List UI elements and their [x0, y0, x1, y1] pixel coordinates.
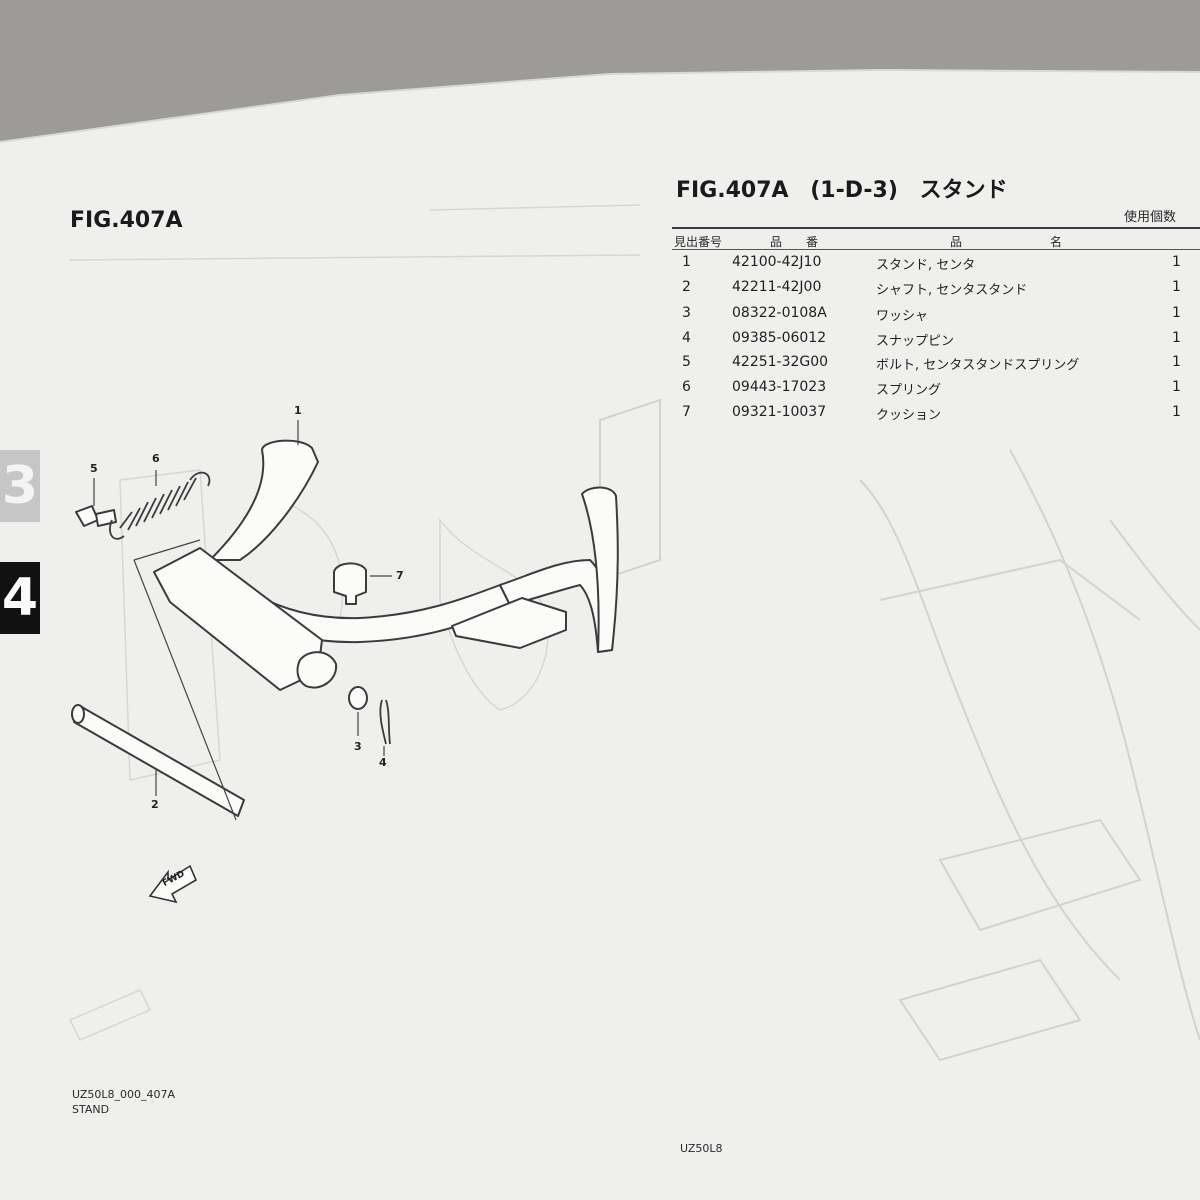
figure-label: FIG.407A: [70, 208, 183, 233]
row-part-number: 42251-32G00: [732, 354, 829, 370]
table-row: 3 08322-0108A ワッシャ 1: [676, 305, 1196, 329]
callout-4: 4: [379, 756, 387, 769]
row-quantity: 1: [1172, 254, 1181, 270]
row-part-number: 42211-42J00: [732, 279, 822, 295]
row-number: 6: [682, 379, 691, 395]
callout-2: 2: [151, 798, 159, 811]
figure-header-number: FIG.407A: [676, 178, 789, 203]
row-part-number: 08322-0108A: [732, 305, 827, 321]
table-top-rule: [672, 227, 1200, 229]
column-header-number: 見出番号: [674, 235, 723, 249]
table-header-rule: [672, 249, 1200, 250]
row-part-name: ボルト, センタスタンドスプリング: [876, 358, 1080, 373]
table-row: 7 09321-10037 クッション 1: [676, 404, 1196, 428]
footer-page-model: UZ50L8: [680, 1142, 723, 1155]
table-row: 1 42100-42J10 スタンド, センタ 1: [676, 254, 1196, 278]
figure-header-title: スタンド: [919, 178, 1008, 203]
row-part-number: 09385-06012: [732, 330, 827, 346]
table-row: 6 09443-17023 スプリング 1: [676, 379, 1196, 403]
callout-5: 5: [90, 462, 98, 475]
usage-count-header: 使用個数: [1124, 210, 1177, 225]
column-header-name-2: 名: [1050, 235, 1063, 249]
table-row: 5 42251-32G00 ボルト, センタスタンドスプリング 1: [676, 354, 1196, 378]
callout-1: 1: [294, 404, 302, 417]
footer-figure-name: STAND: [72, 1103, 110, 1116]
table-row: 2 42211-42J00 シャフト, センタスタンド 1: [676, 279, 1196, 303]
fwd-arrow-icon: [148, 864, 198, 904]
row-quantity: 1: [1172, 279, 1181, 295]
callout-7: 7: [396, 569, 404, 582]
row-number: 1: [682, 254, 691, 270]
row-part-name: スプリング: [876, 383, 942, 398]
column-header-part: 品 番: [770, 235, 819, 249]
table-row: 4 09385-06012 スナップピン 1: [676, 330, 1196, 354]
figure-header-code: (1-D-3): [810, 178, 898, 203]
row-number: 7: [682, 404, 691, 420]
row-number: 4: [682, 330, 691, 346]
row-part-name: スタンド, センタ: [876, 258, 976, 273]
row-part-name: ワッシャ: [876, 309, 929, 324]
row-quantity: 1: [1172, 305, 1181, 321]
row-part-name: シャフト, センタスタンド: [876, 283, 1028, 298]
row-number: 3: [682, 305, 691, 321]
row-part-name: スナップピン: [876, 334, 955, 349]
figure-header: FIG.407A (1-D-3) スタンド: [676, 172, 1022, 204]
row-quantity: 1: [1172, 354, 1181, 370]
column-header-name-1: 品: [950, 235, 963, 249]
section-tab-3: 3: [0, 450, 40, 522]
row-number: 2: [682, 279, 691, 295]
row-part-number: 09443-17023: [732, 379, 827, 395]
row-number: 5: [682, 354, 691, 370]
row-part-name: クッション: [876, 408, 942, 423]
row-part-number: 09321-10037: [732, 404, 827, 420]
callout-6: 6: [152, 452, 160, 465]
row-quantity: 1: [1172, 404, 1181, 420]
row-quantity: 1: [1172, 379, 1181, 395]
row-quantity: 1: [1172, 330, 1181, 346]
footer-figure-code: UZ50L8_000_407A: [72, 1088, 176, 1101]
row-part-number: 42100-42J10: [732, 254, 822, 270]
section-tab-4: 4: [0, 562, 40, 634]
callout-3: 3: [354, 740, 362, 753]
